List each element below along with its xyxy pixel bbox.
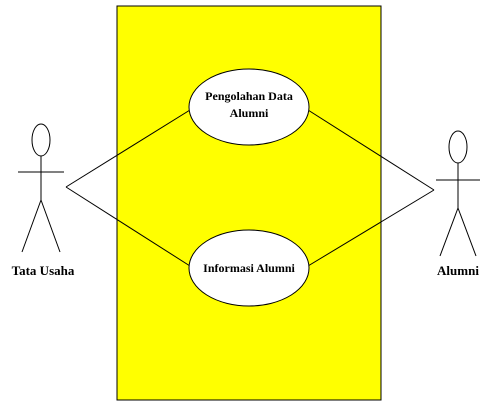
use-case-pengolahan-data-alumni: Pengolahan Data Alumni [188, 68, 310, 146]
use-case-ellipse [188, 229, 310, 307]
actor-label-tata-usaha: Tata Usaha [12, 263, 75, 278]
actor-alumni [436, 130, 480, 257]
association-alumni-informasi [307, 189, 435, 267]
actor-label-alumni: Alumni [437, 263, 479, 278]
actor-left-leg [439, 207, 459, 257]
actor-head [31, 123, 51, 157]
actor-right-leg [457, 207, 477, 257]
use-case-label-line-1: Pengolahan Data [205, 89, 293, 103]
actor-right-leg [40, 199, 61, 253]
use-case-label-line-2: Alumni [230, 106, 269, 120]
actor-head [448, 130, 468, 164]
association-alumni-pengolahan [307, 109, 435, 191]
use-case-label: Informasi Alumni [203, 261, 295, 275]
associations [65, 109, 435, 267]
actor-left-leg [21, 199, 42, 253]
association-tata-usaha-informasi [65, 186, 191, 267]
association-tata-usaha-pengolahan [65, 109, 191, 188]
use-case-ellipse [188, 68, 310, 146]
actor-tata-usaha [18, 123, 64, 253]
system-boundary [116, 5, 382, 401]
use-case-informasi-alumni: Informasi Alumni [188, 229, 310, 307]
